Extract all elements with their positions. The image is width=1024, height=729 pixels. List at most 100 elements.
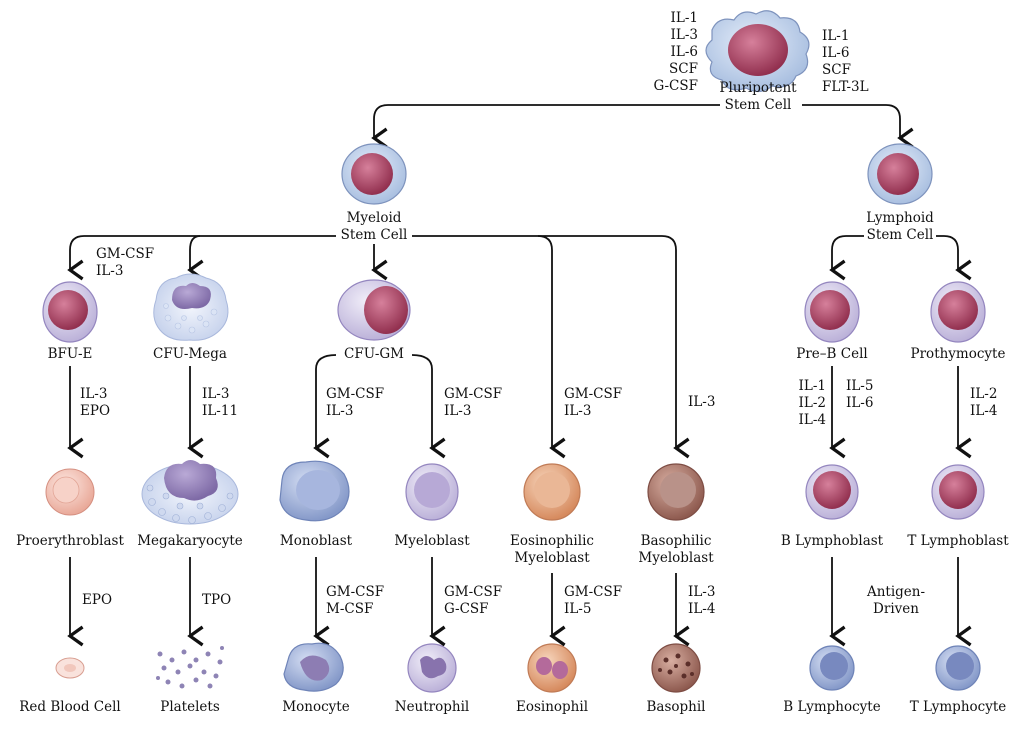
factors-pluripotent-right: IL-1 IL-6 SCF FLT-3L: [822, 28, 869, 96]
factor: IL-3: [326, 403, 354, 419]
platelets-icon: [156, 646, 224, 689]
label-neutrophil: Neutrophil: [394, 699, 470, 715]
eosinophilic-myeloblast-cell-icon: [523, 463, 581, 521]
factor: GM-CSF: [444, 584, 503, 600]
arrow-myeloid-to-cfumega: [187, 235, 204, 281]
label-monoblast: Monoblast: [279, 533, 353, 549]
label-pre-b-cell: Pre–B Cell: [796, 346, 868, 362]
factors-to-basophilic-myeloblast: IL-3: [688, 394, 715, 411]
factor: IL-1: [798, 378, 826, 394]
basophil-cell-icon: [651, 643, 701, 693]
label-eosinophilic-myeloblast: Eosinophilic Myeloblast: [510, 533, 594, 567]
label-line: Stem Cell: [866, 227, 934, 243]
factor: GM-CSF: [96, 246, 155, 262]
factor: EPO: [82, 592, 113, 608]
factors-to-eosinophilic-myeloblast: GM-CSF IL-3: [564, 386, 622, 420]
factor: Antigen-: [866, 584, 926, 600]
factor: IL-1: [670, 10, 698, 26]
factor: TPO: [202, 592, 232, 608]
label-red-blood-cell: Red Blood Cell: [19, 699, 121, 715]
factor: IL-3: [96, 263, 124, 279]
label-cfu-mega: CFU-Mega: [153, 346, 227, 362]
t-lymphoblast-cell-icon: [931, 464, 985, 520]
label-line: Stem Cell: [724, 97, 792, 113]
factors-prothymocyte-to-tlymphoblast: IL-2 IL-4: [970, 386, 997, 420]
factors-cfugm-to-myeloblast: GM-CSF IL-3: [444, 386, 502, 420]
factor: IL-4: [970, 403, 998, 419]
factors-monoblast-to-monocyte: GM-CSF M-CSF: [326, 584, 384, 618]
myeloblast-cell-icon: [405, 463, 459, 521]
t-lymphocyte-cell-icon: [935, 645, 981, 691]
factors-preb-left: IL-1 IL-2 IL-4: [799, 378, 826, 429]
label-line: Myeloid: [346, 210, 402, 226]
arrow-lymphoid-to-proth: [936, 235, 972, 281]
factor: SCF: [669, 61, 698, 77]
factor: IL-3: [202, 386, 230, 402]
factors-bfu-to-proerythroblast: IL-3 EPO: [80, 386, 110, 420]
proerythroblast-cell-icon: [45, 468, 95, 516]
arrow-pluri-to-lymphoid: [802, 104, 914, 149]
label-t-lymphoblast: T Lymphoblast: [907, 533, 1009, 549]
red-blood-cell-icon: [55, 657, 85, 679]
factors-antigen-driven: Antigen- Driven: [867, 584, 925, 618]
factor: EPO: [80, 403, 111, 419]
eosinophil-cell-icon: [527, 643, 577, 693]
label-cfu-gm: CFU-GM: [343, 346, 405, 362]
lymphoid-stem-cell-icon: [867, 143, 933, 205]
factors-cfugm-to-monoblast: GM-CSF IL-3: [326, 386, 384, 420]
factors-eos-to-eosinophil: GM-CSF IL-5: [564, 584, 622, 618]
label-line: Stem Cell: [340, 227, 408, 243]
label-line: Eosinophilic: [510, 533, 594, 549]
label-proerythroblast: Proerythroblast: [16, 533, 124, 549]
factor: IL-2: [970, 386, 998, 402]
arrow-cfugm-to-monoblast: [313, 354, 337, 459]
factor: IL-4: [798, 412, 826, 428]
factor: IL-11: [202, 403, 239, 419]
label-myeloblast: Myeloblast: [394, 533, 470, 549]
pre-b-cell-icon: [804, 281, 860, 343]
cfu-mega-cell-icon: [153, 273, 229, 341]
arrow-cfugm-to-myeloblast: [411, 354, 446, 459]
label-line: Basophilic: [640, 533, 712, 549]
factor: Driven: [873, 601, 919, 617]
label-line: Myeloblast: [638, 550, 714, 566]
neutrophil-cell-icon: [407, 643, 457, 693]
factor: IL-3: [688, 584, 716, 600]
label-line: Lymphoid: [866, 210, 934, 226]
arrow-myeloid-to-bfu: [67, 235, 336, 281]
connector-lines: [67, 104, 972, 647]
label-monocyte: Monocyte: [282, 699, 350, 715]
arrow-pluri-to-myeloid: [371, 104, 720, 149]
factor: IL-6: [670, 44, 698, 60]
label-bfu-e: BFU-E: [47, 346, 93, 362]
megakaryocyte-cell-icon: [141, 460, 239, 525]
monocyte-cell-icon: [283, 642, 344, 692]
label-megakaryocyte: Megakaryocyte: [137, 533, 243, 549]
factor: IL-3: [564, 403, 592, 419]
factors-proerythroblast-to-rbc: EPO: [82, 592, 112, 609]
label-myeloid-stem-cell: Myeloid Stem Cell: [341, 210, 408, 244]
label-basophilic-myeloblast: Basophilic Myeloblast: [638, 533, 713, 567]
bfu-e-cell-icon: [42, 281, 98, 343]
cfu-gm-cell-icon: [337, 279, 411, 341]
factor: IL-2: [798, 395, 826, 411]
factor: SCF: [822, 62, 851, 78]
label-lymphoid-stem-cell: Lymphoid Stem Cell: [866, 210, 934, 244]
factors-pluripotent-left: IL-1 IL-3 IL-6 SCF G-CSF: [653, 10, 698, 95]
factor: G-CSF: [653, 78, 698, 94]
basophilic-myeloblast-cell-icon: [647, 463, 705, 521]
pluripotent-stem-cell-icon: [705, 10, 810, 93]
label-line: Myeloblast: [514, 550, 590, 566]
factor: FLT-3L: [822, 79, 869, 95]
factor: GM-CSF: [564, 386, 623, 402]
factors-myeloid-split: GM-CSF IL-3: [96, 246, 154, 280]
label-eosinophil: Eosinophil: [515, 699, 589, 715]
factors-baso-to-basophil: IL-3 IL-4: [688, 584, 715, 618]
factor: IL-6: [846, 395, 874, 411]
factor: IL-5: [564, 601, 592, 617]
prothymocyte-cell-icon: [930, 281, 986, 343]
label-pluripotent-stem-cell: Pluripotent Stem Cell: [719, 80, 796, 114]
factor: GM-CSF: [564, 584, 623, 600]
